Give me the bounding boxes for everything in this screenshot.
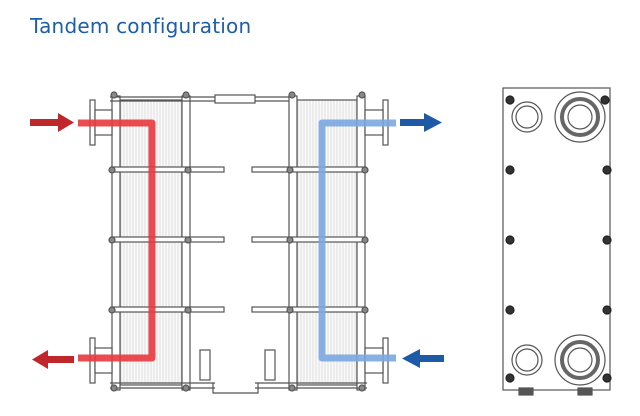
tie-rods	[108, 91, 369, 392]
port-bottom-left	[511, 344, 543, 376]
hot-flow-path	[78, 119, 156, 362]
hot-inlet-arrow-icon	[30, 113, 74, 132]
port-top-right	[554, 91, 606, 143]
port-top-left	[511, 101, 543, 133]
diagram-title: Tandem configuration	[30, 14, 252, 38]
front-view-plate	[502, 87, 612, 396]
left-heat-exchanger	[89, 94, 290, 394]
port-bottom-right	[554, 334, 606, 386]
plate-bolts	[505, 95, 612, 383]
cold-flow-path	[318, 119, 396, 362]
hot-outlet-arrow-icon	[32, 350, 74, 369]
cold-inlet-arrow-icon	[402, 349, 444, 368]
cold-outlet-arrow-icon	[400, 113, 442, 132]
